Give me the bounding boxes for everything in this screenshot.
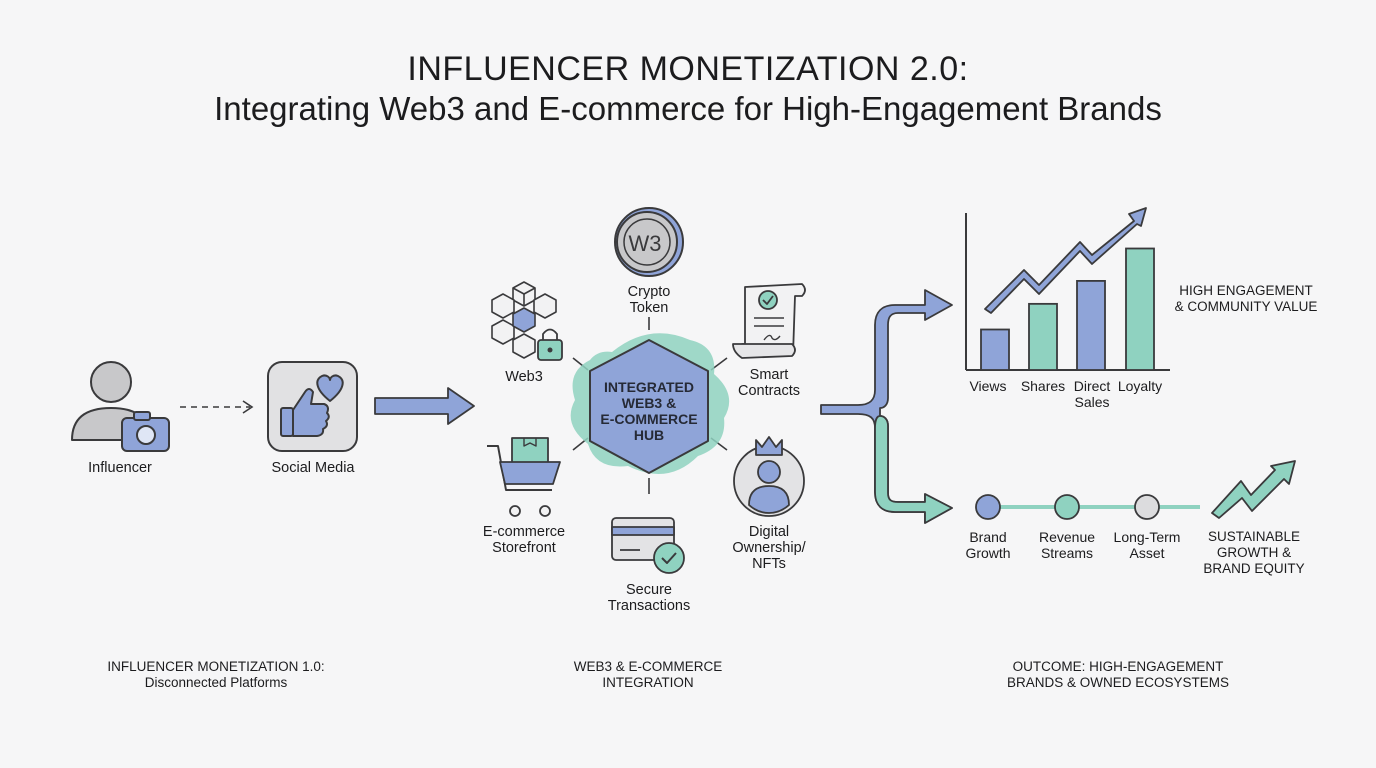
coin-icon: W3 [614, 207, 684, 277]
heart-icon [316, 374, 344, 402]
crown-avatar-icon [733, 436, 805, 517]
growth-arrow-icon [1211, 460, 1296, 519]
bar-label-shares: Shares [1020, 378, 1066, 394]
thumbs-up-icon [280, 388, 330, 437]
hub-hexagon [589, 339, 709, 474]
social-media-label: Social Media [271, 460, 355, 476]
bar-views [980, 328, 1010, 371]
cart-icon [487, 437, 561, 517]
trend-arrow [984, 207, 1147, 314]
digital-ownership-label: Digital Ownership/ NFTs [732, 524, 806, 572]
timeline-label-revenue-streams: Revenue Streams [1038, 529, 1096, 561]
timeline-title: SUSTAINABLE GROWTH & BRAND EQUITY [1203, 529, 1305, 576]
bar-shares [1028, 302, 1058, 371]
arrow-to-hub [374, 387, 475, 425]
left-caption: INFLUENCER MONETIZATION 1.0: Disconnecte… [107, 659, 325, 690]
bar-chart [965, 207, 1170, 371]
chart-title: HIGH ENGAGEMENT & COMMUNITY VALUE [1174, 283, 1318, 314]
page-subtitle: Integrating Web3 and E-commerce for High… [214, 90, 1162, 127]
card-icon [611, 517, 685, 574]
crown-icon [755, 436, 783, 456]
bar-label-direct-sales: Direct Sales [1073, 378, 1111, 410]
timeline-label-brand-growth: Brand Growth [965, 529, 1011, 561]
timeline-node-revenue-streams [1054, 494, 1080, 520]
camera-icon [121, 411, 170, 452]
bar-direct-sales [1076, 279, 1106, 371]
crypto-token-label: Crypto Token [627, 284, 671, 316]
ecommerce-storefront-label: E-commerce Storefront [482, 524, 566, 556]
secure-transactions-label: Secure Transactions [607, 582, 691, 614]
dashed-arrow [180, 400, 254, 414]
bar-loyalty [1125, 247, 1155, 371]
split-arrow [820, 289, 953, 524]
svg-text:W3: W3 [629, 231, 662, 256]
social-media-icon [267, 361, 358, 452]
timeline-label-long-term-asset: Long-Term Asset [1113, 529, 1181, 561]
hub-label: INTEGRATED WEB3 & E-COMMERCE HUB [600, 379, 698, 443]
bar-label-loyalty: Loyalty [1117, 378, 1163, 394]
lock-icon [537, 328, 563, 361]
influencer-label: Influencer [88, 460, 152, 476]
timeline-node-brand-growth [975, 494, 1001, 520]
page-title: INFLUENCER MONETIZATION 2.0: [407, 50, 969, 88]
contract-icon [732, 283, 806, 359]
bar-label-views: Views [969, 378, 1007, 394]
hub-caption: WEB3 & E-COMMERCE INTEGRATION [573, 659, 723, 690]
blockchain-icon [491, 281, 557, 359]
smart-contracts-label: Smart Contracts [737, 367, 801, 399]
web3-label: Web3 [505, 369, 543, 385]
timeline [975, 460, 1296, 520]
outcome-caption: OUTCOME: HIGH-ENGAGEMENT BRANDS & OWNED … [1006, 659, 1230, 690]
timeline-node-long-term-asset [1134, 494, 1160, 520]
